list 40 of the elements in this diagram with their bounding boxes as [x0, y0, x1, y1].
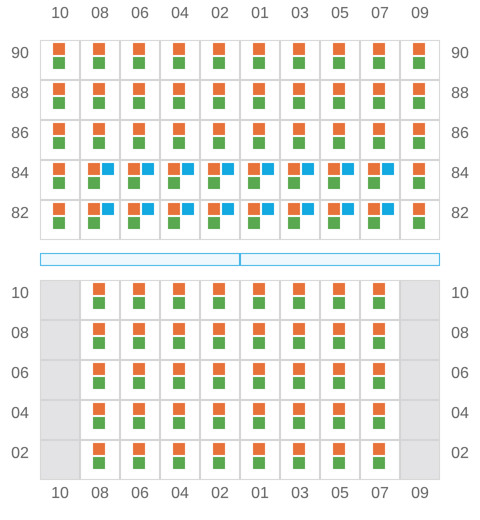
axis-label: 06 — [450, 364, 470, 384]
axis-label: 01 — [250, 4, 270, 24]
axis-label: 90 — [10, 44, 30, 64]
axis-label: 86 — [450, 124, 470, 144]
axis-label: 03 — [290, 4, 310, 24]
axis-label: 10 — [50, 484, 70, 504]
axis-label: 84 — [10, 164, 30, 184]
axis-label: 04 — [10, 404, 30, 424]
axis-label: 04 — [170, 4, 190, 24]
axis-label: 02 — [450, 444, 470, 464]
axis-label: 04 — [170, 484, 190, 504]
axis-label: 90 — [450, 44, 470, 64]
axis-label: 10 — [10, 284, 30, 304]
axis-label: 06 — [130, 4, 150, 24]
axis-label: 05 — [330, 484, 350, 504]
axis-label: 07 — [370, 4, 390, 24]
axis-label: 09 — [410, 4, 430, 24]
axis-label: 05 — [330, 4, 350, 24]
axis-label: 01 — [250, 484, 270, 504]
axis-label: 08 — [450, 324, 470, 344]
axis-label: 08 — [90, 4, 110, 24]
axis-label: 08 — [10, 324, 30, 344]
axis-label: 06 — [10, 364, 30, 384]
axis-label: 04 — [450, 404, 470, 424]
axis-label: 02 — [210, 4, 230, 24]
axis-label: 86 — [10, 124, 30, 144]
axis-label: 82 — [450, 204, 470, 224]
axis-label: 02 — [10, 444, 30, 464]
axis-label: 02 — [210, 484, 230, 504]
axis-label: 84 — [450, 164, 470, 184]
axis-label: 03 — [290, 484, 310, 504]
axis-label: 82 — [10, 204, 30, 224]
axis-label: 10 — [450, 284, 470, 304]
axis-label: 07 — [370, 484, 390, 504]
axis-label: 06 — [130, 484, 150, 504]
axis-label: 88 — [10, 84, 30, 104]
axis-label: 10 — [50, 4, 70, 24]
axis-label: 88 — [450, 84, 470, 104]
axis-label: 09 — [410, 484, 430, 504]
axis-label: 08 — [90, 484, 110, 504]
